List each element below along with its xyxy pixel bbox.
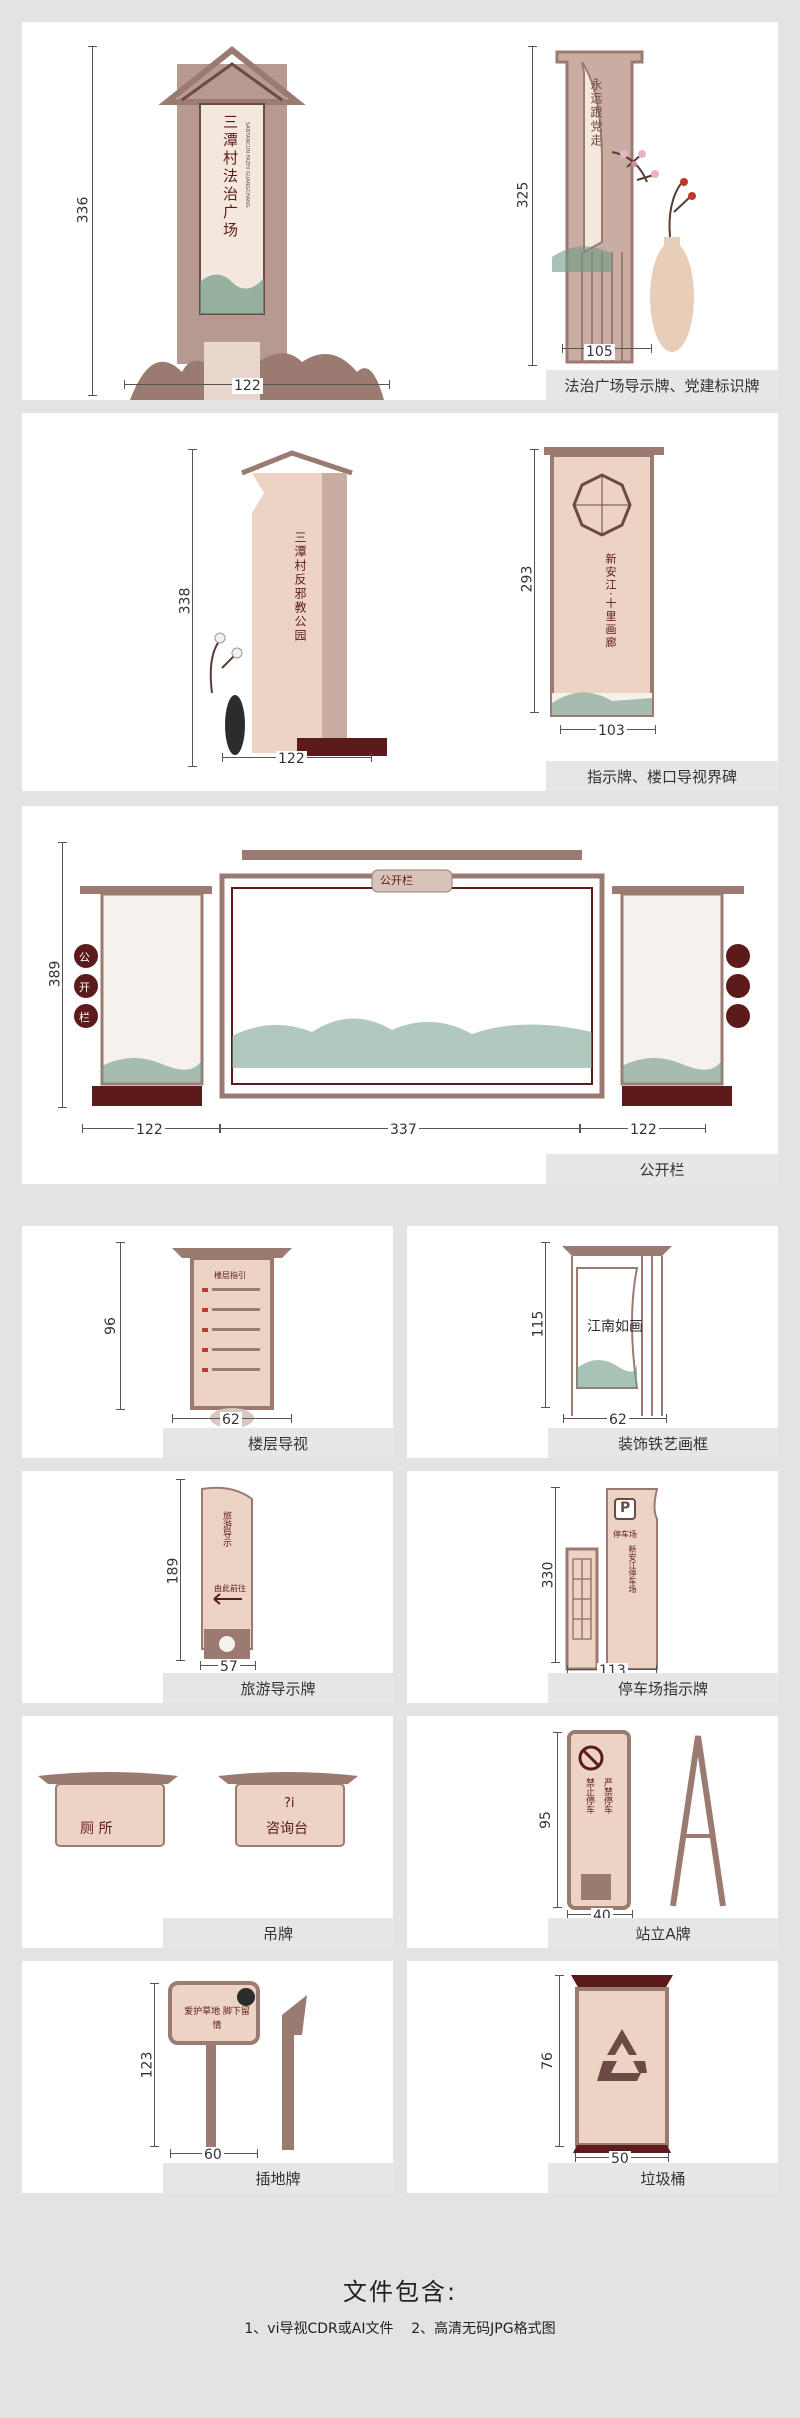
height-dimension <box>541 1242 550 1408</box>
tourist-guide-text: 旅游导示 <box>221 1511 231 1547</box>
height-label: 115 <box>530 1310 547 1338</box>
panel-standing-a-sign: 95 禁止停车 严禁停车 40 站立A牌 <box>407 1716 778 1948</box>
parking-sign-side-text: 新安江停车场 <box>628 1545 637 1593</box>
standing-sign-text: 禁止停车 <box>584 1778 594 1814</box>
parking-icon: P <box>620 1500 631 1516</box>
width-label-right: 122 <box>628 1122 659 1138</box>
decor-frame-text: 江南如画 <box>587 1319 643 1335</box>
height-label: 189 <box>165 1557 182 1585</box>
height-dimension <box>88 46 97 396</box>
width-label-left: 122 <box>134 1122 165 1138</box>
panel-caption: 指示牌、楼口导视界碑 <box>546 761 778 791</box>
panel-parking-sign: 330 P 停车场 新安江停车场 113 停车场指示牌 <box>407 1471 778 1703</box>
park-sign-illustration <box>209 450 387 756</box>
panel-caption: 垃圾桶 <box>548 2163 778 2193</box>
side-char-3: 栏 <box>79 1011 90 1024</box>
recycle-icon <box>597 2029 647 2081</box>
panel-notice-board: 389 公开栏 公 开 栏 122 337 122 公开栏 <box>22 806 778 1184</box>
ground-sign-text: 爱护草地 脚下留情 <box>184 2007 250 2031</box>
height-dimension <box>150 1983 159 2147</box>
info-desk-icon: ?i <box>284 1796 295 1811</box>
height-dimension-2 <box>530 449 539 713</box>
panel-direction-signs: 338 三潭村反邪教公园 122 293 新安江·十里画廊 103 指示牌、楼口… <box>22 413 778 791</box>
height-dimension <box>551 1487 560 1663</box>
panel-law-square: 336 三潭村法治广场 SANTANCUN FAZHI GUANGCHANG 1… <box>22 22 778 400</box>
width-label: 62 <box>607 1412 629 1428</box>
height-dimension <box>188 449 197 767</box>
standing-sign-subtext: 严禁停车 <box>602 1778 612 1814</box>
height-label: 76 <box>539 2052 556 2070</box>
footer-title: 文件包含: <box>342 2278 458 2306</box>
height-label: 389 <box>47 960 64 988</box>
tourist-guide-arrow-text: 由此前往 <box>214 1584 246 1593</box>
hanging-signs-illustration <box>38 1772 358 1847</box>
info-desk-sign-text: 咨询台 <box>266 1821 308 1837</box>
boundary-sign-illustration <box>544 447 664 717</box>
side-char-1: 公 <box>79 951 90 964</box>
floor-guide-illustration <box>172 1248 292 1428</box>
panel-trash-bin: 76 50 垃圾桶 <box>407 1961 778 2193</box>
panel-caption: 法治广场导示牌、党建标识牌 <box>546 370 778 400</box>
park-sign-title: 三潭村反邪教公园 <box>293 531 307 643</box>
party-sign-illustration <box>552 50 696 364</box>
panel-caption: 插地牌 <box>163 2163 393 2193</box>
height-label: 95 <box>537 1811 554 1829</box>
toilet-sign-text: 厕 所 <box>80 1821 113 1837</box>
height-dimension <box>555 1975 564 2147</box>
height-label: 96 <box>102 1317 119 1335</box>
width-label: 60 <box>202 2147 224 2163</box>
panel-caption: 楼层导视 <box>163 1428 393 1458</box>
width-label: 122 <box>276 751 307 767</box>
party-sign-text: 永远跟党走 <box>589 78 603 148</box>
panel-caption: 站立A牌 <box>548 1918 778 1948</box>
width-label-mid: 337 <box>388 1122 419 1138</box>
panel-caption: 公开栏 <box>546 1154 778 1184</box>
width-label: 122 <box>232 378 263 394</box>
law-square-sign-subtitle: SANTANCUN FAZHI GUANGCHANG <box>244 122 250 208</box>
panel-tourist-guide: 189 旅游导示 由此前往 57 旅游导示牌 <box>22 1471 393 1703</box>
panel-caption: 旅游导示牌 <box>163 1673 393 1703</box>
boundary-sign-text: 新安江·十里画廊 <box>604 553 617 650</box>
height-label: 123 <box>139 2051 156 2079</box>
height-dimension-2 <box>528 46 537 366</box>
width-label: 57 <box>218 1659 240 1675</box>
panel-hanging-signs: 厕 所 ?i 咨询台 吊牌 <box>22 1716 393 1948</box>
tourist-guide-illustration <box>201 1486 253 1659</box>
height-dimension <box>176 1479 185 1661</box>
height-dimension <box>116 1242 125 1410</box>
panel-caption: 吊牌 <box>163 1918 393 1948</box>
panel-caption: 停车场指示牌 <box>548 1673 778 1703</box>
height-label: 330 <box>540 1561 557 1589</box>
panel-caption: 装饰铁艺画框 <box>548 1428 778 1458</box>
trash-bin-illustration <box>571 1975 673 2153</box>
footer-file-list: 1、vi导视CDR或AI文件 2、高清无码JPG格式图 <box>244 2321 556 2337</box>
height-dimension <box>58 842 67 1108</box>
height-dimension <box>553 1732 562 1908</box>
width-label-2: 103 <box>596 723 627 739</box>
notice-board-plaque: 公开栏 <box>380 874 413 887</box>
decor-frame-illustration <box>562 1246 672 1416</box>
side-char-2: 开 <box>79 981 90 994</box>
height-label: 338 <box>177 587 194 615</box>
panel-floor-guide: 96 楼层指引 62 楼层导视 <box>22 1226 393 1458</box>
standing-a-sign-illustration <box>567 1730 726 1910</box>
height-label-2: 325 <box>515 181 532 209</box>
parking-sign-text: 停车场 <box>613 1530 637 1539</box>
height-label-2: 293 <box>519 565 536 593</box>
width-label: 62 <box>220 1412 242 1428</box>
law-square-sign-illustration <box>130 46 384 400</box>
law-square-sign-title: 三潭村法治广场 <box>221 114 239 240</box>
notice-board-illustration <box>74 850 750 1106</box>
height-label: 336 <box>75 196 92 224</box>
parking-sign-illustration <box>565 1488 659 1671</box>
panel-ground-sign: 123 爱护草地 脚下留情 60 插地牌 <box>22 1961 393 2193</box>
panel-decor-frame: 115 江南如画 62 装饰铁艺画框 <box>407 1226 778 1458</box>
ground-sign-illustration <box>168 1981 307 2153</box>
width-label-2: 105 <box>584 344 615 360</box>
floor-guide-header: 楼层指引 <box>214 1271 246 1280</box>
